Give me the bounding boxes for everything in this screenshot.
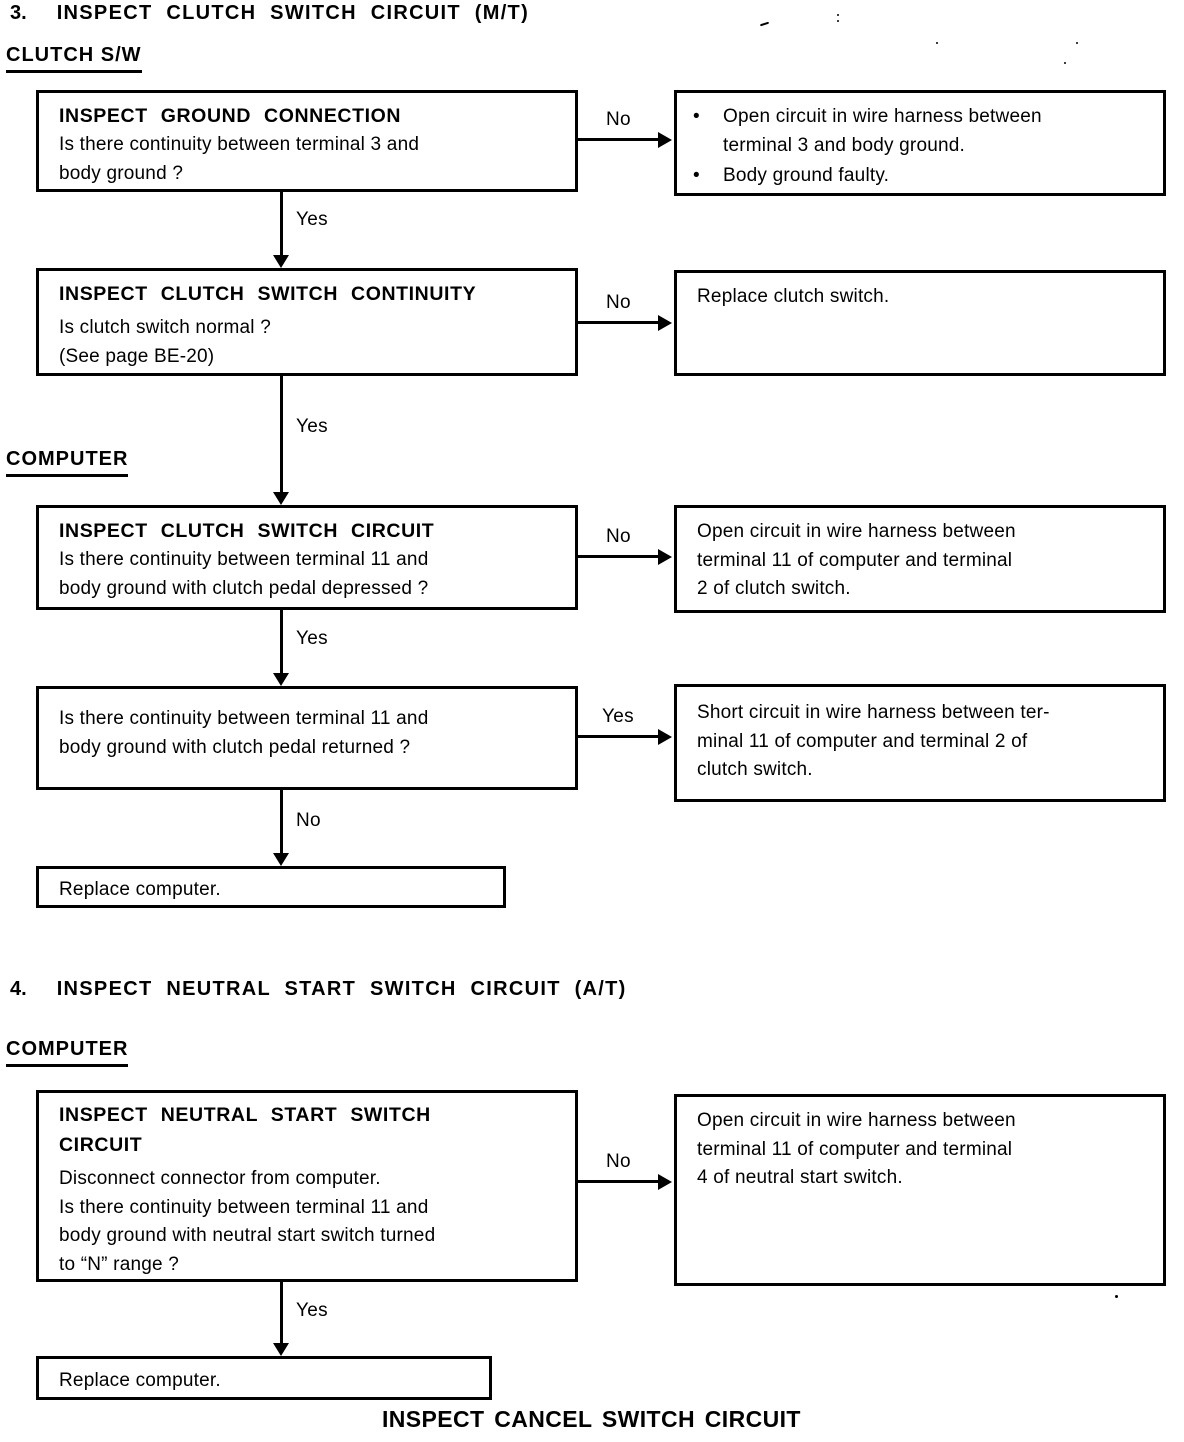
edge-label-yes: Yes bbox=[296, 628, 328, 649]
box-question-pedal-returned: Is there continuity between terminal 11 … bbox=[36, 686, 578, 790]
box-body-line: to “N” range ? bbox=[59, 1253, 180, 1275]
box-inspect-neutral-start-switch: INSPECT NEUTRAL START SWITCH CIRCUIT Dis… bbox=[36, 1090, 578, 1282]
box-body-line: body ground ? bbox=[59, 162, 184, 184]
box-title: INSPECT GROUND CONNECTION bbox=[59, 105, 402, 127]
result-line: Short circuit in wire harness between te… bbox=[697, 702, 1050, 723]
box-title: INSPECT CLUTCH SWITCH CONTINUITY bbox=[59, 283, 477, 305]
scan-speck bbox=[1076, 42, 1078, 44]
result-line: 2 of clutch switch. bbox=[697, 578, 851, 599]
box-body-line: Is there continuity between terminal 11 … bbox=[59, 1196, 429, 1218]
section-3-heading: 3. INSPECT CLUTCH SWITCH CIRCUIT (M/T) bbox=[10, 2, 529, 25]
connector-line bbox=[280, 790, 283, 854]
section-3-title: INSPECT CLUTCH SWITCH CIRCUIT (M/T) bbox=[56, 2, 530, 24]
section-4-heading: 4. INSPECT NEUTRAL START SWITCH CIRCUIT … bbox=[10, 978, 627, 1001]
arrowhead-right-icon bbox=[658, 132, 672, 148]
bullet-icon: • bbox=[693, 165, 700, 186]
box-result-open-circuit-neutral-start: Open circuit in wire harness between ter… bbox=[674, 1094, 1166, 1286]
scan-speck bbox=[759, 21, 770, 27]
result-line: Body ground faulty. bbox=[723, 165, 890, 186]
arrowhead-down-icon bbox=[273, 1343, 289, 1356]
box-body-line: Is there continuity between terminal 3 a… bbox=[59, 134, 420, 155]
edge-label-no: No bbox=[606, 292, 631, 313]
box-body-line: Is there continuity between terminal 11 … bbox=[59, 549, 429, 570]
arrowhead-down-icon bbox=[273, 492, 289, 505]
connector-line bbox=[578, 138, 660, 141]
arrowhead-down-icon bbox=[273, 853, 289, 866]
result-line: terminal 11 of computer and terminal bbox=[697, 549, 1013, 571]
box-replace-computer: Replace computer. bbox=[36, 866, 506, 908]
result-line: 4 of neutral start switch. bbox=[697, 1167, 903, 1188]
label-computer: COMPUTER bbox=[6, 448, 129, 477]
bullet-item: • Open circuit in wire harness between t… bbox=[693, 103, 1149, 160]
arrowhead-right-icon bbox=[658, 729, 672, 745]
box-replace-computer: Replace computer. bbox=[36, 1356, 492, 1400]
box-result-short-circuit: Short circuit in wire harness between te… bbox=[674, 684, 1166, 802]
connector-line bbox=[280, 376, 283, 493]
edge-label-no: No bbox=[606, 1151, 631, 1172]
result-line: minal 11 of computer and terminal 2 of bbox=[697, 730, 1028, 752]
box-inspect-ground-connection: INSPECT GROUND CONNECTION Is there conti… bbox=[36, 90, 578, 192]
connector-line bbox=[578, 321, 660, 324]
box-body-line: Is clutch switch normal ? bbox=[59, 317, 271, 338]
connector-line bbox=[280, 192, 283, 256]
scan-speck bbox=[837, 14, 839, 16]
arrowhead-down-icon bbox=[273, 673, 289, 686]
box-title-line: CIRCUIT bbox=[59, 1134, 143, 1156]
bullet-icon: • bbox=[693, 106, 700, 127]
edge-label-no: No bbox=[296, 810, 321, 831]
scan-speck bbox=[1115, 1295, 1118, 1298]
box-body-line: Is there continuity between terminal 11 … bbox=[59, 708, 429, 729]
edge-label-yes: Yes bbox=[296, 416, 328, 437]
label-clutch-sw: CLUTCH S/W bbox=[6, 44, 142, 73]
result-line: Open circuit in wire harness between bbox=[697, 521, 1016, 542]
edge-label-yes: Yes bbox=[296, 1300, 328, 1321]
section-4-title: INSPECT NEUTRAL START SWITCH CIRCUIT (A/… bbox=[56, 978, 627, 1000]
arrowhead-down-icon bbox=[273, 255, 289, 268]
box-result-replace-clutch-switch: Replace clutch switch. bbox=[674, 270, 1166, 376]
scan-speck bbox=[837, 20, 839, 22]
box-result-open-circuit-terminal11-clutch: Open circuit in wire harness between ter… bbox=[674, 505, 1166, 613]
section-4-number: 4. bbox=[10, 978, 27, 1000]
box-result-open-circuit-ground: • Open circuit in wire harness between t… bbox=[674, 90, 1166, 196]
edge-label-yes: Yes bbox=[602, 706, 634, 727]
result-line: terminal 11 of computer and terminal bbox=[697, 1138, 1013, 1160]
footer-next-procedure: INSPECT CANCEL SWITCH CIRCUIT bbox=[382, 1406, 801, 1432]
box-inspect-clutch-switch-continuity: INSPECT CLUTCH SWITCH CONTINUITY Is clut… bbox=[36, 268, 578, 376]
box-body-line: Replace computer. bbox=[59, 1370, 221, 1391]
scan-speck bbox=[936, 42, 938, 44]
box-body-line: body ground with clutch pedal returned ? bbox=[59, 736, 411, 758]
box-body-line: Disconnect connector from computer. bbox=[59, 1168, 381, 1189]
result-line: clutch switch. bbox=[697, 759, 813, 780]
connector-line bbox=[578, 555, 660, 558]
box-body-line: Replace computer. bbox=[59, 879, 221, 900]
result-line: terminal 3 and body ground. bbox=[723, 134, 966, 156]
edge-label-no: No bbox=[606, 526, 631, 547]
connector-line bbox=[280, 610, 283, 674]
connector-line bbox=[578, 1180, 660, 1183]
box-inspect-clutch-switch-circuit: INSPECT CLUTCH SWITCH CIRCUIT Is there c… bbox=[36, 505, 578, 610]
result-line: Open circuit in wire harness between bbox=[697, 1110, 1016, 1131]
result-line: Replace clutch switch. bbox=[697, 286, 890, 307]
connector-line bbox=[578, 735, 660, 738]
scan-speck bbox=[1064, 62, 1066, 64]
section-3-number: 3. bbox=[10, 2, 27, 24]
box-body-line: (See page BE-20) bbox=[59, 345, 215, 367]
arrowhead-right-icon bbox=[658, 315, 672, 331]
arrowhead-right-icon bbox=[658, 1174, 672, 1190]
bullet-item: • Body ground faulty. bbox=[693, 162, 1149, 191]
edge-label-no: No bbox=[606, 109, 631, 130]
box-title: INSPECT CLUTCH SWITCH CIRCUIT bbox=[59, 520, 435, 542]
result-line: Open circuit in wire harness between bbox=[723, 106, 1042, 127]
edge-label-yes: Yes bbox=[296, 209, 328, 230]
arrowhead-right-icon bbox=[658, 549, 672, 565]
box-title-line: INSPECT NEUTRAL START SWITCH bbox=[59, 1104, 431, 1126]
connector-line bbox=[280, 1282, 283, 1344]
box-body-line: body ground with clutch pedal depressed … bbox=[59, 577, 429, 599]
box-body-line: body ground with neutral start switch tu… bbox=[59, 1225, 436, 1246]
label-computer: COMPUTER bbox=[6, 1038, 129, 1067]
